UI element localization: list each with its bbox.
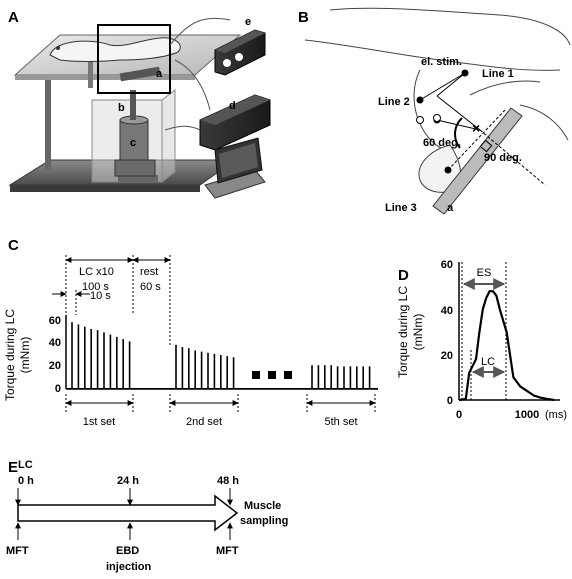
part-a-b-label: a <box>447 202 454 214</box>
d-yunit: (mNm) <box>411 314 425 351</box>
e-48h: 48 h <box>217 475 239 487</box>
e-sampling: sampling <box>240 515 288 527</box>
e-lc: LC <box>18 459 33 471</box>
d-xunit: (ms) <box>545 409 567 421</box>
part-a-label: a <box>156 68 163 80</box>
c-ylabel: Torque during LC <box>3 309 17 401</box>
e-ebd: EBD <box>116 545 139 557</box>
c-set2: 2nd set <box>186 416 222 428</box>
c-10s: 10 s <box>90 290 111 302</box>
e-24h: 24 h <box>117 475 139 487</box>
c-ytick-60: 60 <box>49 315 61 327</box>
line2-label: Line 2 <box>378 96 410 108</box>
c-100s: 100 s <box>82 281 109 293</box>
motor-c <box>119 119 149 161</box>
c-rest: rest <box>140 266 158 278</box>
panel-b: B × el. stim. Line 1 Line 2 60 deg. 90 d… <box>298 7 571 215</box>
line3-label: Line 3 <box>385 202 417 214</box>
c-lc-x10: LC x10 <box>79 266 114 278</box>
panel-a-label: A <box>8 9 19 26</box>
part-c-label: c <box>130 137 136 149</box>
panel-a: A <box>8 9 271 199</box>
e-mft1: MFT <box>6 545 29 557</box>
panel-c: C 60 40 20 0 Torque during LC (mNm) LC x… <box>3 237 378 428</box>
panel-c-label: C <box>8 237 19 254</box>
panel-d-label: D <box>398 267 409 284</box>
c-ytick-20: 20 <box>49 360 61 372</box>
e-muscle: Muscle <box>244 500 281 512</box>
angle-60-label: 60 deg. <box>423 137 461 149</box>
ellipsis-dot <box>284 371 292 379</box>
panel-b-label: B <box>298 9 309 26</box>
panel-e-label: E <box>8 459 18 476</box>
part-b-label: b <box>118 102 125 114</box>
c-ytick-40: 40 <box>49 337 61 349</box>
timeline-arrow <box>17 494 239 532</box>
c-yunit: (mNm) <box>18 337 32 374</box>
ellipsis-dot <box>252 371 260 379</box>
d-xtick-1000: 1000 <box>515 409 539 421</box>
e-mft2: MFT <box>216 545 239 557</box>
c-yticks: 60 40 20 0 <box>49 315 61 395</box>
panel-e: E LC 0 h 24 h 48 h Muscle sampling MFT E… <box>6 459 288 573</box>
e-injection: injection <box>106 561 152 573</box>
d-lc: LC <box>481 356 495 368</box>
d-ytick-20: 20 <box>441 350 453 362</box>
paw <box>418 144 461 193</box>
part-e-label: e <box>245 16 251 28</box>
part-d-label: d <box>229 100 236 112</box>
svg-text:×: × <box>472 120 480 136</box>
c-set1: 1st set <box>83 416 115 428</box>
d-ytick-0: 0 <box>447 395 453 407</box>
el-stim-label: el. stim. <box>421 56 462 68</box>
d-ytick-40: 40 <box>441 305 453 317</box>
table-leg <box>45 80 51 170</box>
rat-body <box>49 37 181 62</box>
d-ytick-60: 60 <box>441 259 453 271</box>
e-0h: 0 h <box>18 475 34 487</box>
angle-90-label: 90 deg. <box>484 152 522 164</box>
ellipsis-dot <box>268 371 276 379</box>
panel-d: D 60 40 20 0 0 1000 (ms) Torque during L… <box>396 259 567 421</box>
d-es: ES <box>477 267 492 279</box>
c-ytick-0: 0 <box>55 383 61 395</box>
c-60s: 60 s <box>140 281 161 293</box>
d-xtick-0: 0 <box>456 409 462 421</box>
line1-label: Line 1 <box>482 68 514 80</box>
d-ylabel: Torque during LC <box>396 286 410 378</box>
laptop <box>204 137 266 199</box>
d-torque-trace <box>458 290 555 402</box>
c-spike-group <box>66 322 378 389</box>
highlight-frame <box>97 24 171 94</box>
c-set5: 5th set <box>324 416 357 428</box>
